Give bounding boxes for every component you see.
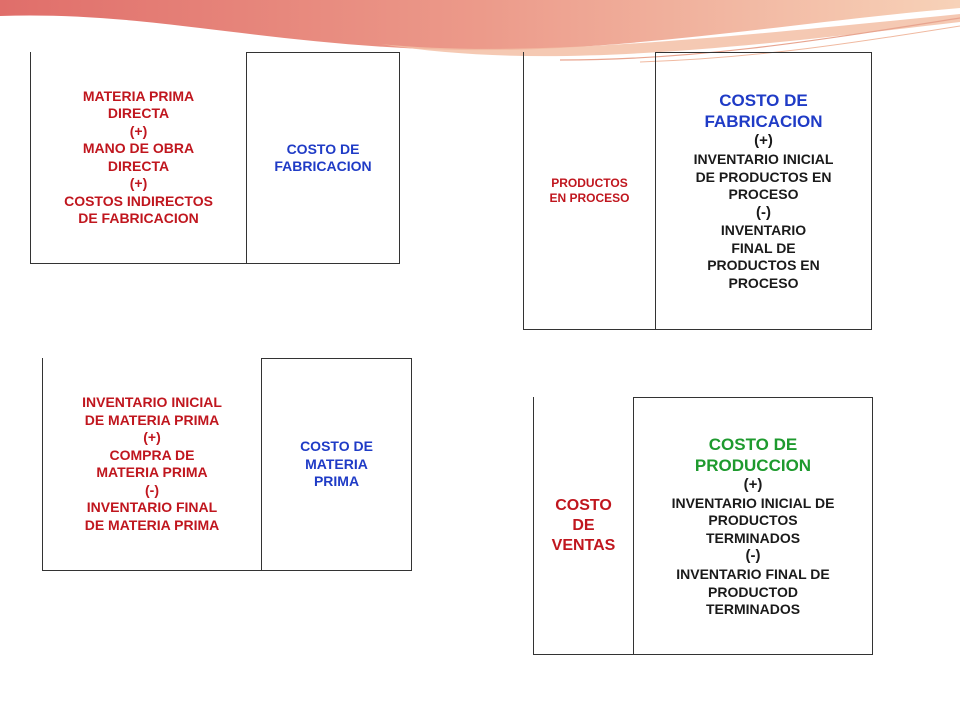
cv-right-line-8: INVENTARIO FINAL DE xyxy=(676,566,830,582)
mp-left-line-7: COSTOS INDIRECTOS xyxy=(64,192,213,209)
pp-left-column: PRODUCTOS EN PROCESO xyxy=(524,52,655,330)
mp-left-line-5: DIRECTA xyxy=(107,157,170,174)
box-costo-de-ventas: COSTO DE VENTAS COSTO DE PRODUCCION (+) … xyxy=(533,397,873,655)
decorative-banner xyxy=(0,0,960,63)
mp-right-line-1: COSTO DE xyxy=(286,140,360,157)
cv-right-line-5: PRODUCTOS xyxy=(708,512,798,529)
mp-right-column: COSTO DE FABRICACION xyxy=(246,52,400,264)
pp-left-line-2: EN PROCESO xyxy=(549,190,630,205)
box-costo-fabricacion: MATERIA PRIMA DIRECTA (+) MANO DE OBRA D… xyxy=(30,52,400,264)
mp-left-line-1: MATERIA PRIMA xyxy=(82,87,195,104)
cv-left-line-1: COSTO xyxy=(555,496,612,514)
cmp-left-line-1: INVENTARIO INICIAL xyxy=(82,394,222,410)
cv-right-line-6: TERMINADOS xyxy=(705,529,801,546)
pp-right-line-2: FABRICACION xyxy=(704,112,823,131)
cmp-left-column: INVENTARIO INICIAL DE MATERIA PRIMA (+) … xyxy=(43,358,261,571)
cmp-left-line-5: MATERIA PRIMA xyxy=(96,464,208,480)
pp-right-line-3: (+) xyxy=(754,132,773,150)
mp-left-line-3: (+) xyxy=(129,122,148,139)
cv-right-line-3: (+) xyxy=(743,476,763,493)
cmp-left-line-2: DE MATERIA PRIMA xyxy=(84,411,220,428)
cv-right-line-10: TERMINADOS xyxy=(705,601,801,617)
cmp-left-line-6: (-) xyxy=(145,481,159,498)
pp-right-column: COSTO DE FABRICACION (+) INVENTARIO INIC… xyxy=(655,52,872,330)
box-costo-materia-prima: INVENTARIO INICIAL DE MATERIA PRIMA (+) … xyxy=(42,358,412,571)
pp-right-line-8: INVENTARIO xyxy=(720,222,807,239)
cmp-left-line-4: COMPRA DE xyxy=(109,446,195,463)
cmp-right-line-2: MATERIA xyxy=(305,455,368,472)
mp-left-line-4: MANO DE OBRA xyxy=(82,140,195,156)
mp-left-column: MATERIA PRIMA DIRECTA (+) MANO DE OBRA D… xyxy=(31,52,246,264)
cmp-right-column: COSTO DE MATERIA PRIMA xyxy=(261,358,412,571)
pp-right-line-6: PROCESO xyxy=(728,186,799,202)
pp-right-line-4: INVENTARIO INICIAL xyxy=(693,151,834,167)
mp-left-line-8: DE FABRICACION xyxy=(78,210,199,226)
cmp-left-line-3: (+) xyxy=(143,429,161,445)
pp-right-line-1: COSTO DE xyxy=(719,90,808,110)
mp-left-line-2: DIRECTA xyxy=(107,105,170,121)
pp-left-line-1: PRODUCTOS xyxy=(551,175,628,190)
cv-left-line-2: DE xyxy=(572,516,595,534)
cv-right-column: COSTO DE PRODUCCION (+) INVENTARIO INICI… xyxy=(633,397,873,655)
pp-right-line-7: (-) xyxy=(756,203,771,221)
pp-right-line-5: DE PRODUCTOS EN xyxy=(695,168,832,185)
cmp-left-line-8: DE MATERIA PRIMA xyxy=(84,516,220,533)
mp-right-line-2: FABRICACION xyxy=(274,158,372,174)
cv-right-line-7: (-) xyxy=(745,547,761,565)
cmp-right-line-1: COSTO DE xyxy=(300,438,373,455)
box-productos-en-proceso: PRODUCTOS EN PROCESO COSTO DE FABRICACIO… xyxy=(523,52,872,330)
cv-left-line-3: VENTAS xyxy=(551,536,616,554)
pp-right-line-10: PRODUCTOS EN xyxy=(707,257,820,274)
pp-right-line-9: FINAL DE xyxy=(731,239,796,256)
cv-right-line-9: PRODUCTOD xyxy=(708,583,798,600)
cmp-left-line-7: INVENTARIO FINAL xyxy=(86,499,218,515)
mp-left-line-6: (+) xyxy=(129,175,148,191)
cmp-right-line-3: PRIMA xyxy=(313,473,360,490)
cv-right-line-4: INVENTARIO INICIAL DE xyxy=(671,494,835,511)
cv-right-line-1: COSTO DE xyxy=(708,434,798,454)
cv-left-column: COSTO DE VENTAS xyxy=(534,397,633,655)
pp-right-line-11: PROCESO xyxy=(728,274,799,291)
cv-right-line-2: PRODUCCION xyxy=(694,455,812,475)
